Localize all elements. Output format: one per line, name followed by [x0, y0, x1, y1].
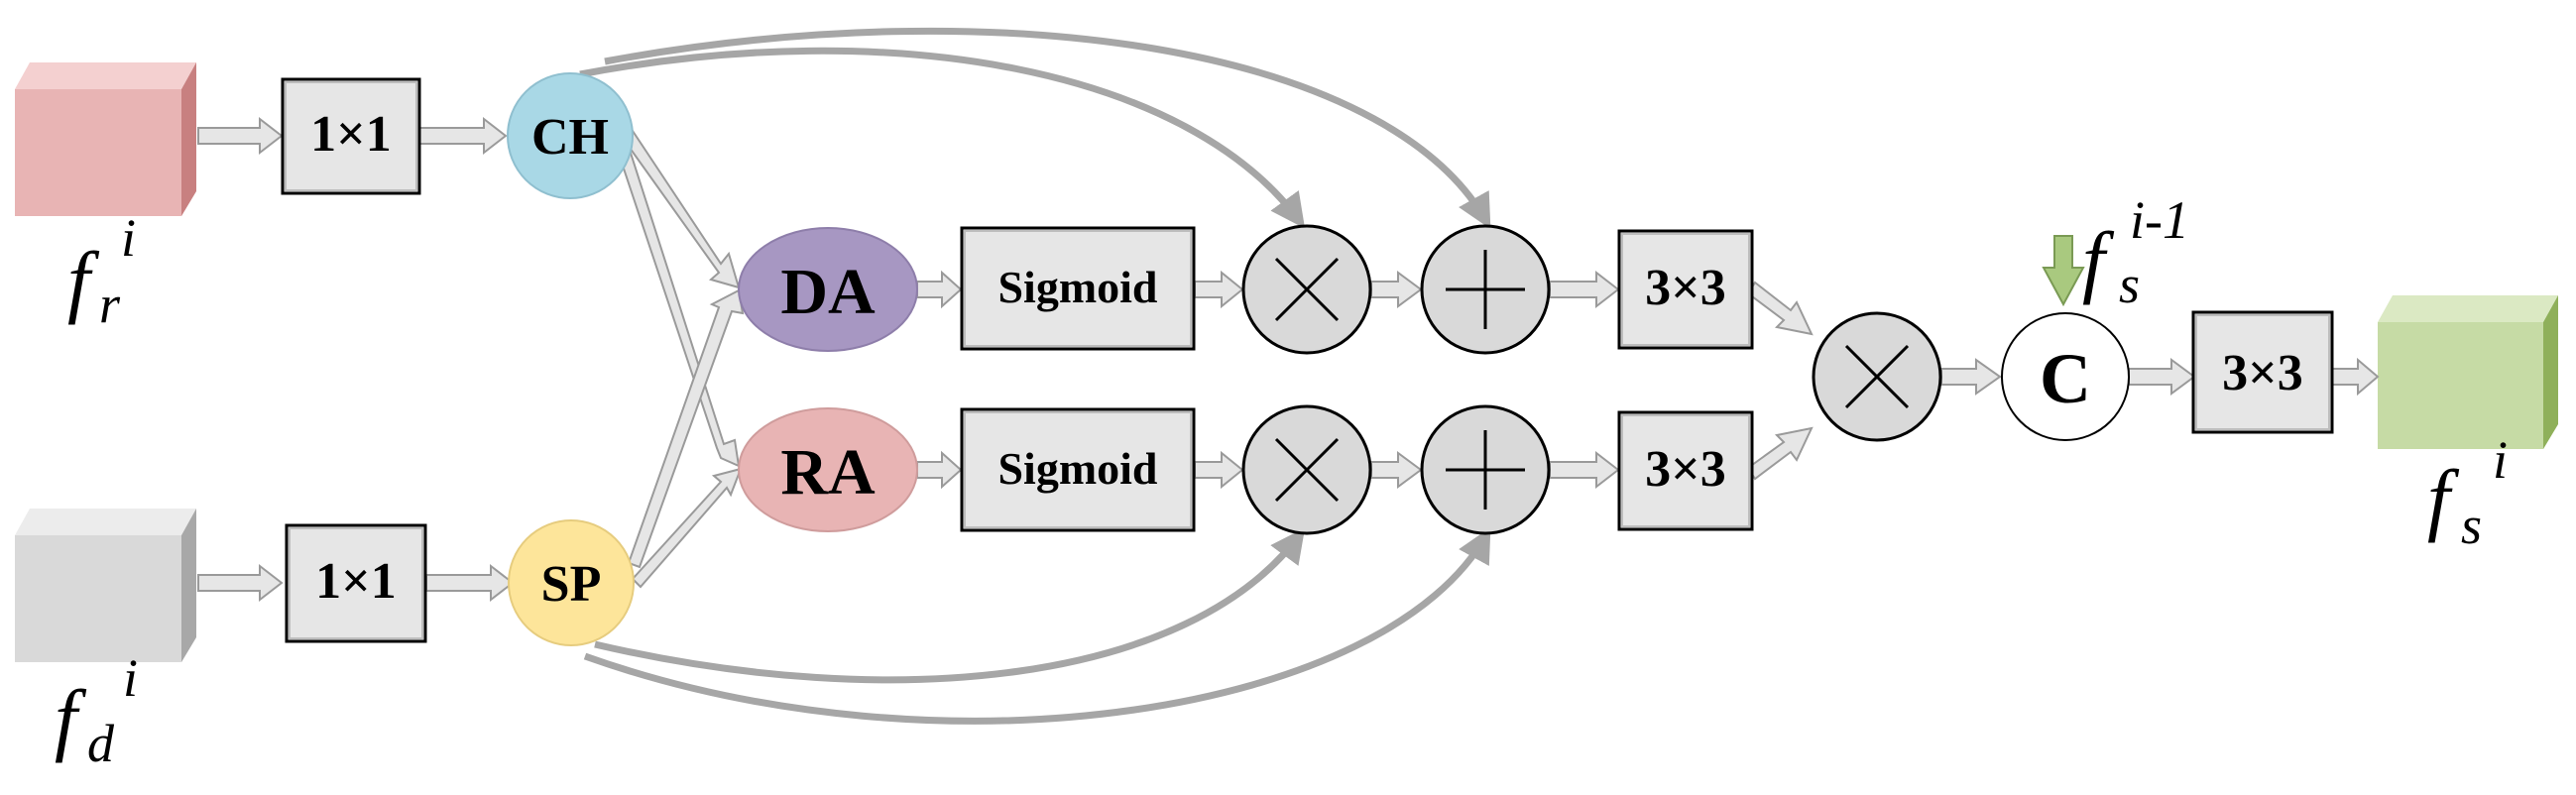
svg-text:i: i [2493, 430, 2508, 490]
arrow-add-to-conv3-top [1549, 270, 1620, 309]
da-label: DA [780, 256, 876, 328]
conv3-out-label: 3×3 [2222, 345, 2303, 401]
label-fs-prev: f s i-1 [2082, 190, 2189, 314]
arrow-sigmoid-to-mult-top [1194, 270, 1244, 309]
concat-node: C [2001, 312, 2130, 441]
skip-ch-to-mult-top [579, 47, 1306, 229]
ra-label: RA [780, 436, 876, 509]
label-fr: f r i [67, 208, 136, 334]
ra-node: RA [738, 407, 918, 532]
svg-text:f: f [2082, 215, 2115, 305]
conv1-d-label: 1×1 [315, 553, 397, 610]
sp-node: SP [508, 519, 635, 646]
label-fd: f d i [55, 648, 138, 773]
arrow-mult-to-add-bottom [1370, 451, 1423, 489]
skip-connections [579, 27, 1491, 725]
input-fd-cube [15, 509, 196, 662]
ch-node: CH [507, 72, 634, 199]
arrow-conv-to-sp [425, 563, 515, 603]
svg-text:f: f [2427, 453, 2460, 543]
sigmoid-bottom-label: Sigmoid [997, 443, 1157, 494]
multiply-top-op [1241, 224, 1372, 355]
arrow-fr-to-conv [197, 116, 284, 156]
svg-text:f: f [67, 235, 100, 325]
ch-label: CH [531, 109, 609, 166]
conv3-bottom-box: 3×3 [1617, 410, 1754, 531]
arrow-conv3-top-to-mult [1746, 281, 1814, 336]
arrow-sigmoid-to-mult-bottom [1194, 450, 1244, 490]
sigmoid-top-box: Sigmoid [960, 226, 1196, 351]
arrow-add-to-conv3-bottom [1549, 450, 1620, 490]
da-node: DA [738, 227, 918, 352]
skip-sp-to-mult-bottom [594, 527, 1306, 684]
add-bottom-op [1420, 404, 1551, 535]
arrow-conv-to-ch [418, 116, 508, 156]
skip-sp-to-add-bottom [583, 526, 1491, 725]
svg-text:d: d [87, 714, 115, 773]
arrow-conv3-out-to-fs [2329, 357, 2380, 397]
conv1-d-box: 1×1 [285, 523, 427, 643]
svg-text:i: i [121, 208, 136, 268]
arrow-ra-to-sigmoid [916, 450, 963, 490]
concat-label: C [2040, 339, 2091, 418]
sigmoid-bottom-box: Sigmoid [960, 407, 1196, 532]
conv3-bottom-label: 3×3 [1645, 441, 1726, 498]
conv1-r-label: 1×1 [310, 106, 392, 163]
svg-text:i-1: i-1 [2130, 190, 2189, 250]
skip-ch-to-add-top [604, 27, 1491, 230]
arrow-sp-to-ra [631, 467, 743, 589]
arrow-concat-to-conv3-out [2128, 358, 2196, 396]
arrow-mult-to-add-top [1370, 271, 1423, 308]
svg-text:s: s [2461, 496, 2482, 555]
conv3-top-box: 3×3 [1617, 229, 1754, 350]
svg-text:r: r [99, 275, 121, 334]
sp-label: SP [541, 556, 602, 613]
arrow-da-to-sigmoid [916, 270, 963, 309]
multiply-bottom-op [1241, 404, 1372, 535]
conv1-r-box: 1×1 [281, 77, 421, 195]
arrow-conv3-bottom-to-mult [1746, 426, 1814, 481]
svg-text:s: s [2119, 255, 2140, 314]
svg-text:f: f [55, 673, 87, 763]
output-fs-cube [2378, 295, 2558, 449]
arrow-mult-to-concat [1940, 358, 2002, 396]
sigmoid-top-label: Sigmoid [997, 262, 1157, 312]
svg-text:i: i [123, 648, 138, 708]
arrow-fd-to-conv [197, 563, 284, 603]
add-top-op [1420, 224, 1551, 355]
conv3-top-label: 3×3 [1645, 260, 1726, 316]
input-fr-cube [15, 62, 196, 216]
arrow-ch-to-ra [616, 145, 741, 468]
conv3-out-box: 3×3 [2191, 310, 2334, 434]
arrow-prev-fs-to-concat [2042, 235, 2085, 307]
arrow-ch-to-da [623, 129, 741, 289]
flow-arrows [197, 116, 2380, 603]
multiply-final-op [1812, 311, 1942, 442]
